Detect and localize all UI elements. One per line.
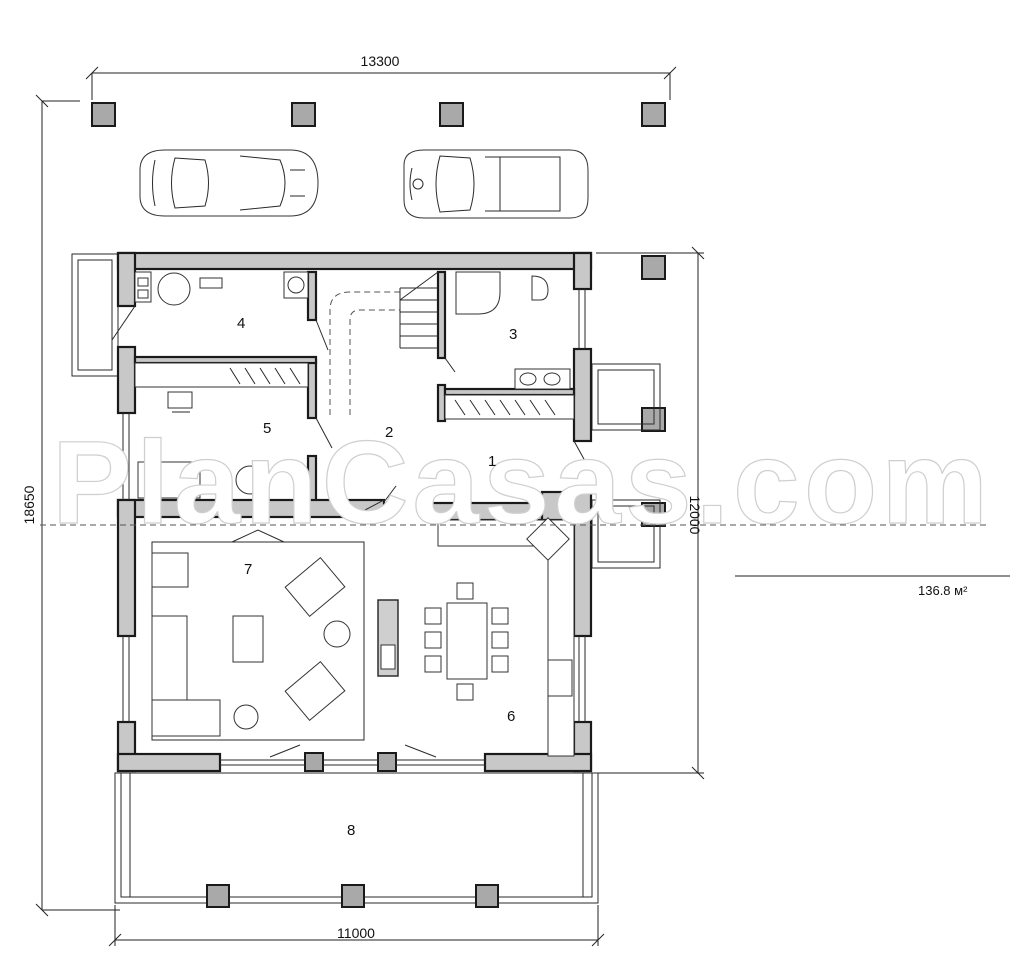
car-icon xyxy=(139,149,319,217)
dimension-bottom-width: 11000 xyxy=(337,925,375,941)
room-label-2: 2 xyxy=(385,424,393,441)
terrace-pillars xyxy=(206,884,499,908)
pillar xyxy=(439,102,464,127)
room-label-8: 8 xyxy=(347,822,355,839)
study-furniture xyxy=(134,362,309,499)
car-icon xyxy=(403,149,589,219)
pillar xyxy=(206,884,230,908)
dimension-left-height: 18650 xyxy=(21,485,37,524)
pillar xyxy=(641,102,666,127)
dimension-top-width: 13300 xyxy=(361,53,400,69)
room-label-7: 7 xyxy=(244,561,252,578)
pillar xyxy=(475,884,499,908)
room-label-3: 3 xyxy=(509,326,517,343)
dimension-lines xyxy=(35,66,1010,947)
doors xyxy=(111,305,591,758)
staircase xyxy=(329,271,439,415)
room-label-4: 4 xyxy=(237,315,245,332)
pillar xyxy=(291,102,316,127)
carport-pillars xyxy=(91,102,666,527)
kitchen-dining-furniture xyxy=(377,517,575,757)
pillar xyxy=(341,884,365,908)
living-room-furniture xyxy=(151,529,365,741)
pillar xyxy=(641,255,666,280)
watermark-logo: PlanCasas.com xyxy=(52,417,992,549)
windows xyxy=(122,289,586,766)
room-label-1: 1 xyxy=(488,453,496,470)
dimension-right-height: 12000 xyxy=(687,496,703,535)
room-label-6: 6 xyxy=(507,708,515,725)
utility-fixtures xyxy=(134,271,309,306)
room-label-5: 5 xyxy=(263,420,271,437)
bathroom-fixtures xyxy=(444,271,575,420)
pillar xyxy=(91,102,116,127)
area-value: 136.8 м² xyxy=(918,583,968,598)
